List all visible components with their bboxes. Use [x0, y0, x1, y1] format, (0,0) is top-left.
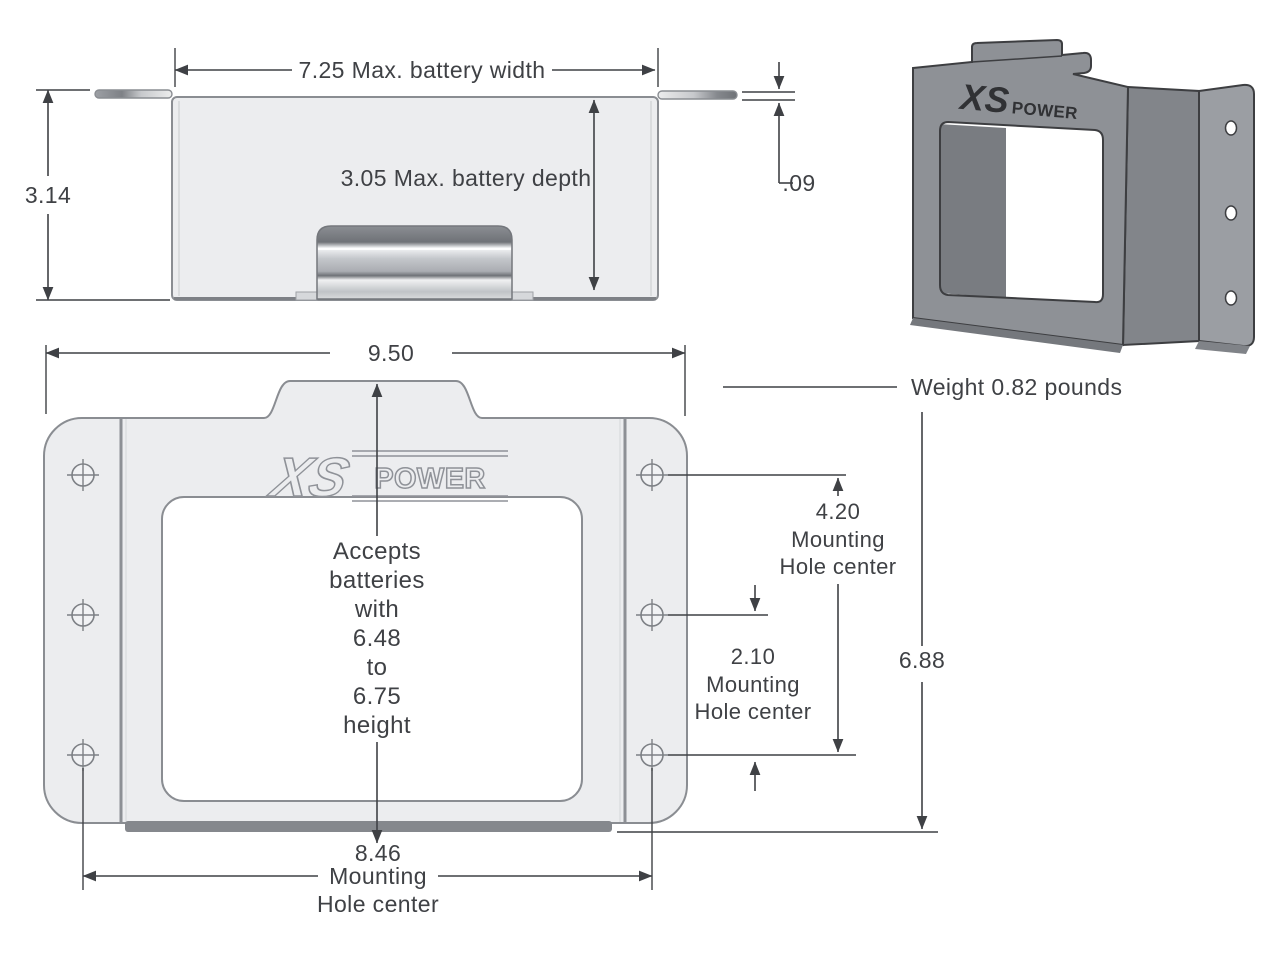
clip-foot-right	[511, 291, 534, 301]
mounting-hole	[67, 739, 99, 771]
right-flange-ear	[657, 90, 738, 100]
battery-height-note: Accepts batteries with 6.48 to 6.75 heig…	[329, 383, 425, 844]
dim-label-max-depth: 3.05 Max. battery depth	[341, 165, 592, 191]
dim-label-688: 6.88	[899, 647, 945, 673]
mounting-hole	[636, 599, 668, 631]
dim-overall-height-688: 6.88	[617, 386, 945, 833]
battery-window	[161, 496, 583, 802]
iso-side-panel	[1121, 85, 1200, 347]
mounting-hole	[67, 459, 99, 491]
dim-overall-side-height: 3.14	[25, 89, 170, 301]
battery-clip	[316, 225, 513, 300]
dim-label-210: 2.10	[731, 644, 775, 669]
dim-label-420-l2: Mounting	[791, 527, 885, 552]
dim-label-420-l3: Hole center	[780, 554, 897, 579]
note-line: with	[354, 596, 399, 623]
iso-clip-seam	[971, 55, 1063, 63]
dim-label-846-l3: Hole center	[317, 891, 439, 917]
dim-label-max-width: 7.25 Max. battery width	[299, 57, 546, 83]
right-dimensions: 4.20 Mounting Hole center 2.10 Mounting …	[617, 374, 1122, 833]
dim-max-battery-depth: 3.05 Max. battery depth	[341, 99, 600, 291]
logo-power-text: POWER	[374, 463, 486, 495]
iso-flange-hole	[1224, 120, 1238, 136]
dim-label-thickness: .09	[782, 170, 815, 196]
iso-inner-panel	[938, 124, 1006, 298]
iso-bottom-lip	[910, 318, 1123, 353]
side-view: 7.25 Max. battery width 3.14 3.05 Max. b…	[25, 48, 815, 301]
dim-mounting-hole-center-bottom: 8.46 Mounting Hole center	[82, 768, 653, 917]
iso-front-face	[912, 38, 1130, 347]
mounting-holes	[67, 459, 668, 771]
dim-flange-thickness: .09	[742, 62, 815, 196]
dim-label-210-l3: Hole center	[695, 699, 812, 724]
note-line: height	[343, 712, 411, 739]
iso-window-opening	[1006, 128, 1103, 301]
note-line: to	[367, 654, 388, 681]
dim-label-side-height: 3.14	[25, 182, 71, 208]
dim-overall-width: 9.50	[45, 340, 686, 416]
mounting-hole	[67, 599, 99, 631]
iso-flange-hole	[1224, 205, 1238, 221]
clip-foot-left	[295, 291, 318, 301]
iso-flange-lip	[1195, 341, 1250, 354]
dim-hole-span-210: 2.10 Mounting Hole center	[695, 585, 812, 791]
note-line: 6.75	[353, 683, 401, 710]
dim-max-battery-width: 7.25 Max. battery width	[174, 48, 659, 87]
iso-view: XS POWER	[910, 38, 1255, 354]
iso-flange-hole	[1224, 290, 1238, 306]
mounting-hole	[636, 739, 668, 771]
mounting-hole	[636, 459, 668, 491]
dim-label-420: 4.20	[816, 499, 860, 524]
xs-power-logo: XS POWER	[262, 445, 508, 509]
note-line: 6.48	[353, 625, 401, 652]
dim-label-846-l2: Mounting	[329, 863, 427, 889]
weight-note: Weight 0.82 pounds	[911, 374, 1122, 400]
dim-label-210-l2: Mounting	[706, 672, 800, 697]
dim-label-overall-width: 9.50	[368, 340, 414, 366]
dim-hole-span-420: 4.20 Mounting Hole center	[780, 477, 897, 753]
note-line: batteries	[329, 567, 425, 594]
left-flange-ear	[94, 89, 173, 99]
bottom-lip	[125, 821, 612, 832]
iso-logo-xs: XS	[957, 76, 1011, 121]
note-line: Accepts	[333, 538, 421, 565]
front-view: XS POWER Accepts batteries with 6.48 to …	[43, 340, 688, 917]
dim-label-846: 8.46	[355, 840, 401, 866]
